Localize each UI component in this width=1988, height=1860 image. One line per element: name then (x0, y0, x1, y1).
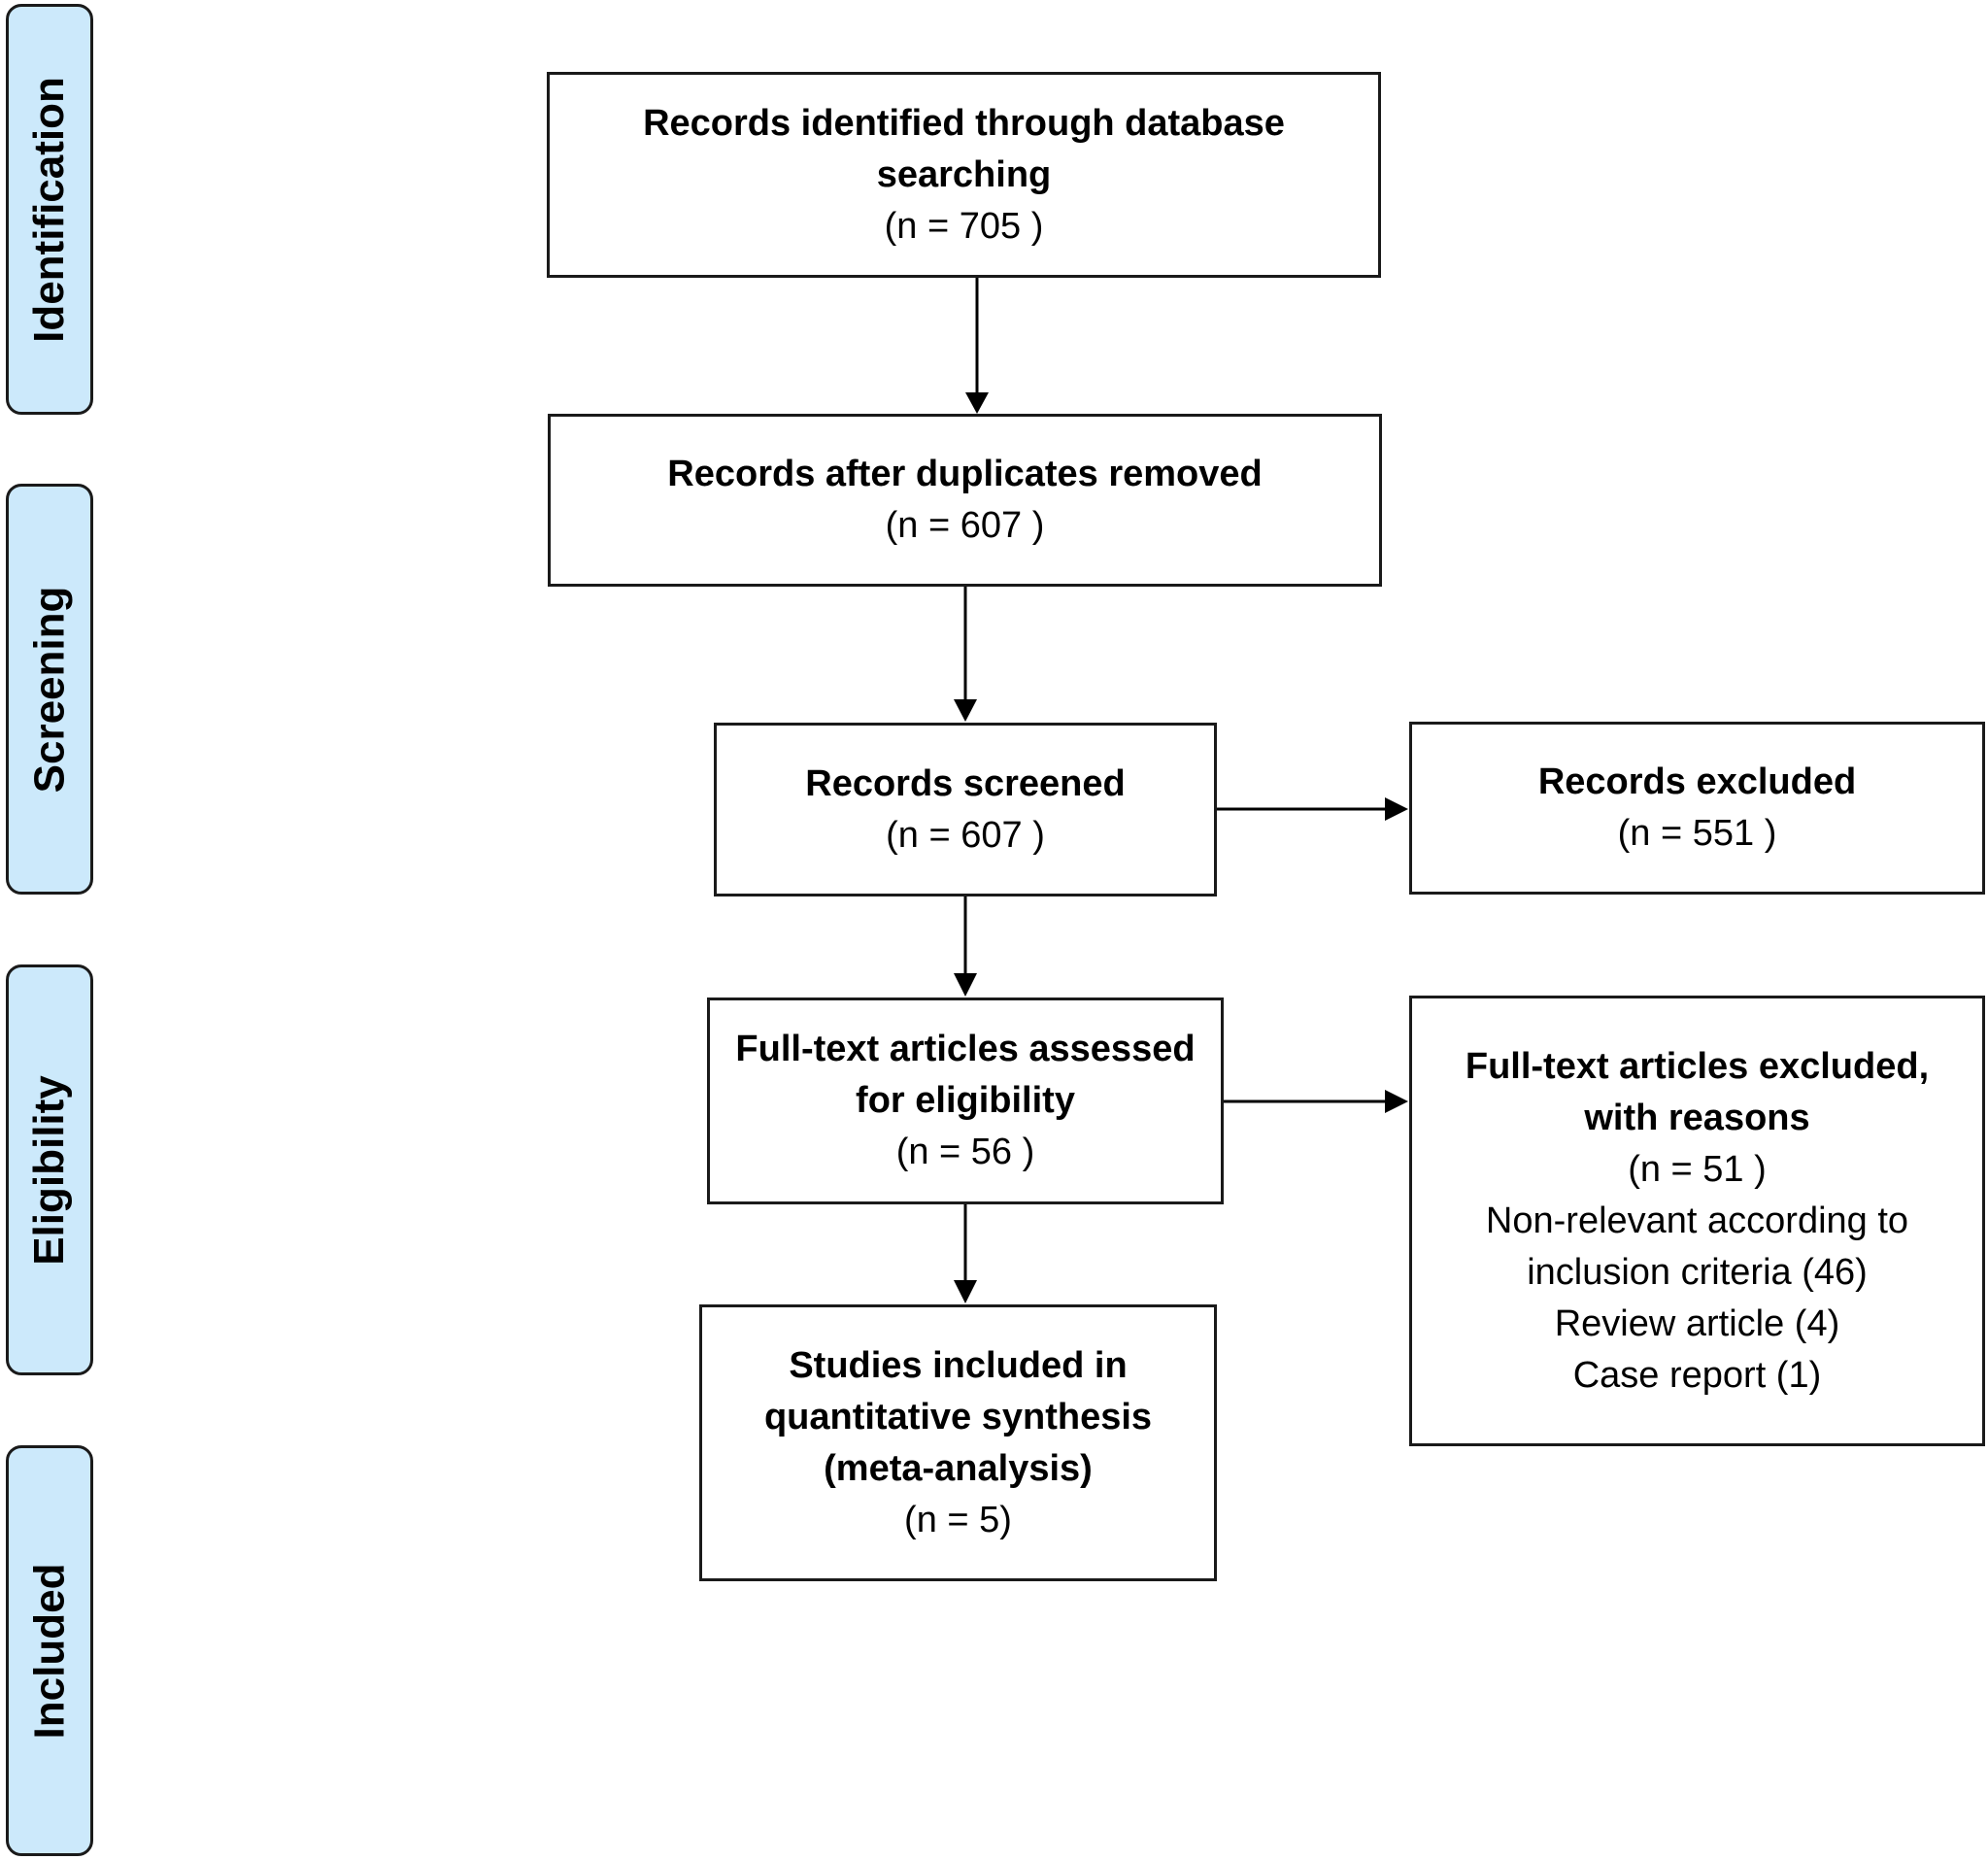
records-screened-title: Records screened (805, 762, 1126, 804)
stage-eligibility: Eligibility (6, 964, 93, 1375)
fulltext-assessed-title-line-2: for eligibility (856, 1080, 1075, 1121)
records-deduplicated-count: (n = 607 ) (885, 505, 1045, 546)
records-excluded-count: (n = 551 ) (1617, 813, 1777, 854)
arrowhead-screened-to-fulltext (954, 973, 977, 997)
fulltext-excluded-title-line-1: Full-text articles excluded, (1465, 1045, 1930, 1087)
arrowhead-screened-to-excluded (1385, 797, 1408, 821)
records-identified-title-line-1: Records identified through database (643, 102, 1285, 144)
stage-identification: Identification (6, 4, 93, 415)
stage-screening: Screening (6, 484, 93, 895)
records-excluded-title: Records excluded (1537, 761, 1857, 802)
box-records-identified: Records identified through database sear… (547, 72, 1381, 278)
box-records-excluded: Records excluded (n = 551 ) (1409, 722, 1985, 895)
stage-included: Included (6, 1445, 93, 1856)
fulltext-excluded-title-line-2: with reasons (1584, 1097, 1810, 1138)
fulltext-excluded-reason-3: Review article (4) (1554, 1302, 1840, 1344)
stage-screening-label: Screening (25, 586, 73, 793)
stage-identification-label: Identification (25, 76, 73, 343)
arrowhead-deduplicated-to-screened (954, 699, 977, 722)
studies-included-count: (n = 5) (904, 1499, 1012, 1540)
box-studies-included: Studies included in quantitative synthes… (699, 1304, 1217, 1581)
fulltext-excluded-reason-4: Case report (1) (1572, 1354, 1822, 1396)
box-records-screened: Records screened (n = 607 ) (714, 723, 1217, 896)
box-records-deduplicated: Records after duplicates removed (n = 60… (548, 414, 1382, 587)
records-identified-count: (n = 705 ) (884, 205, 1044, 247)
studies-included-title-line-3: (meta-analysis) (824, 1447, 1093, 1489)
stage-eligibility-label: Eligibility (25, 1074, 74, 1266)
records-identified-title-line-2: searching (876, 153, 1052, 195)
studies-included-title-line-1: Studies included in (789, 1344, 1128, 1386)
arrowhead-identified-to-deduplicated (965, 392, 989, 414)
fulltext-excluded-reason-1: Non-relevant according to (1485, 1200, 1909, 1241)
arrowhead-fulltext-to-fulltext-excluded (1385, 1090, 1408, 1113)
arrowhead-fulltext-to-included (954, 1280, 977, 1303)
records-deduplicated-title: Records after duplicates removed (667, 454, 1263, 494)
box-fulltext-excluded: Full-text articles excluded, with reason… (1409, 996, 1985, 1446)
studies-included-title-line-2: quantitative synthesis (763, 1396, 1153, 1437)
records-screened-count: (n = 607 ) (886, 814, 1045, 856)
fulltext-excluded-count: (n = 51 ) (1628, 1148, 1767, 1190)
stage-included-label: Included (25, 1563, 73, 1739)
fulltext-excluded-reason-2: inclusion criteria (46) (1527, 1251, 1868, 1293)
box-fulltext-assessed: Full-text articles assessed for eligibil… (707, 998, 1224, 1204)
fulltext-assessed-count: (n = 56 ) (895, 1132, 1035, 1172)
fulltext-assessed-title-line-1: Full-text articles assessed (735, 1029, 1196, 1069)
